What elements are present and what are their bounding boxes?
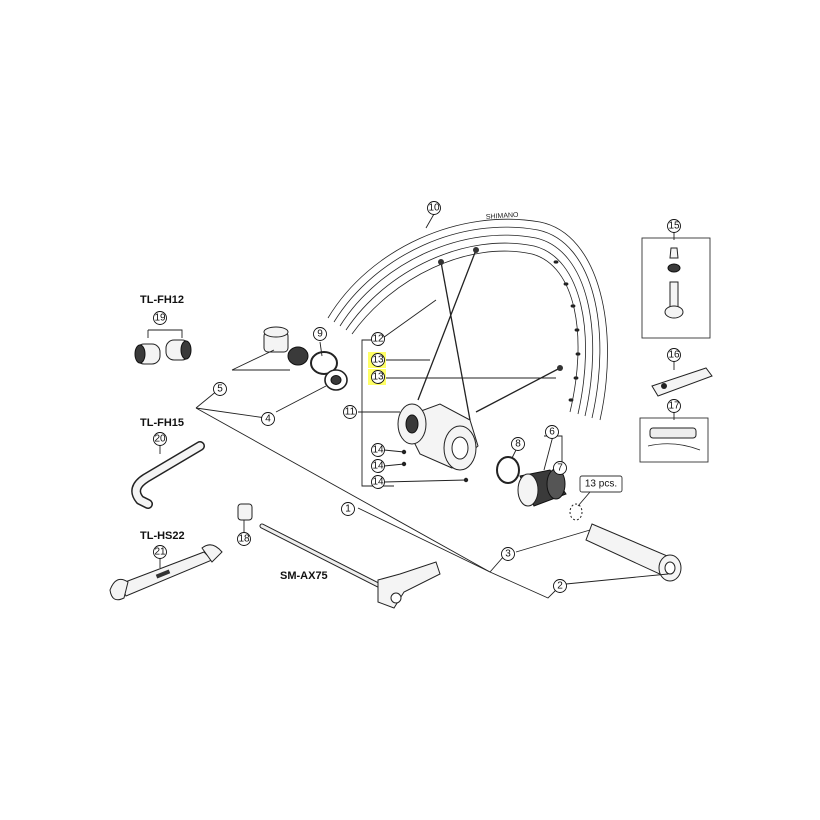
cone-wrench-icon (109, 544, 223, 601)
callout-5: 5 (213, 382, 227, 396)
rim-brand-text: SHIMANO (486, 212, 520, 221)
callout-label: 13 (372, 372, 384, 383)
callout-8: 8 (511, 437, 525, 451)
spokes (417, 247, 563, 421)
hub-body (397, 403, 479, 483)
callout-label: 14 (372, 477, 384, 488)
callout-label: 3 (505, 549, 511, 560)
tool-label-hs22: TL-HS22 (140, 530, 185, 542)
callout-3: 3 (501, 547, 515, 561)
quantity-note-text: 13 pcs. (585, 479, 617, 490)
callout-label: 4 (265, 414, 271, 425)
callout-18: 18 (237, 532, 251, 546)
callout-11: 11 (343, 405, 357, 419)
callout-label: 10 (428, 203, 440, 214)
callout-4: 4 (261, 412, 275, 426)
callout-label: 18 (238, 534, 250, 545)
leader-lines (147, 213, 675, 599)
callout-label: 15 (668, 221, 680, 232)
callout-14b: 14 (371, 459, 385, 473)
callout-9: 9 (313, 327, 327, 341)
thru-axle-icon (237, 503, 441, 609)
sealant-box (639, 417, 709, 463)
callout-12: 12 (371, 332, 385, 346)
callout-label: 19 (154, 313, 166, 324)
rim: SHIMANO (327, 212, 608, 421)
hub-wrench-icon (134, 339, 192, 365)
callout-label: 1 (345, 504, 351, 515)
tire-valve-icon (664, 247, 684, 319)
callout-20: 20 (153, 432, 167, 446)
callout-label: 14 (372, 461, 384, 472)
tool-label-ax75: SM-AX75 (280, 570, 328, 582)
axle-parts (585, 523, 682, 582)
tool-label-fh12: TL-FH12 (140, 294, 184, 306)
callout-17: 17 (667, 399, 681, 413)
callout-label: 9 (317, 329, 323, 340)
callout-label: 16 (668, 350, 680, 361)
callout-label: 5 (217, 384, 223, 395)
callout-14a: 14 (371, 443, 385, 457)
callout-label: 14 (372, 445, 384, 456)
callout-1: 1 (341, 502, 355, 516)
callout-6: 6 (545, 425, 559, 439)
callout-label: 17 (668, 401, 680, 412)
callout-13a: 13 (371, 353, 385, 367)
callout-label: 13 (372, 355, 384, 366)
callout-14c: 14 (371, 475, 385, 489)
callout-label: 2 (557, 581, 563, 592)
hex-wrench-icon (131, 441, 205, 509)
callout-label: 12 (372, 334, 384, 345)
callout-21: 21 (153, 545, 167, 559)
callout-7: 7 (553, 461, 567, 475)
callout-10: 10 (427, 201, 441, 215)
sealant-strip (647, 427, 701, 451)
callout-15: 15 (667, 219, 681, 233)
callout-2: 2 (553, 579, 567, 593)
callout-label: 21 (154, 547, 166, 558)
callout-label: 7 (557, 463, 563, 474)
hub-left-parts (263, 326, 348, 391)
callout-label: 20 (154, 434, 166, 445)
callout-label: 8 (515, 439, 521, 450)
callout-label: 11 (345, 407, 356, 418)
tool-label-fh15: TL-FH15 (140, 417, 184, 429)
callout-16: 16 (667, 348, 681, 362)
rim-tape-icon (651, 367, 713, 397)
callout-label: 6 (549, 427, 555, 438)
quantity-note: 13 pcs. (579, 475, 623, 493)
callout-19: 19 (153, 311, 167, 325)
callout-13b: 13 (371, 370, 385, 384)
freehub-body (496, 456, 583, 521)
